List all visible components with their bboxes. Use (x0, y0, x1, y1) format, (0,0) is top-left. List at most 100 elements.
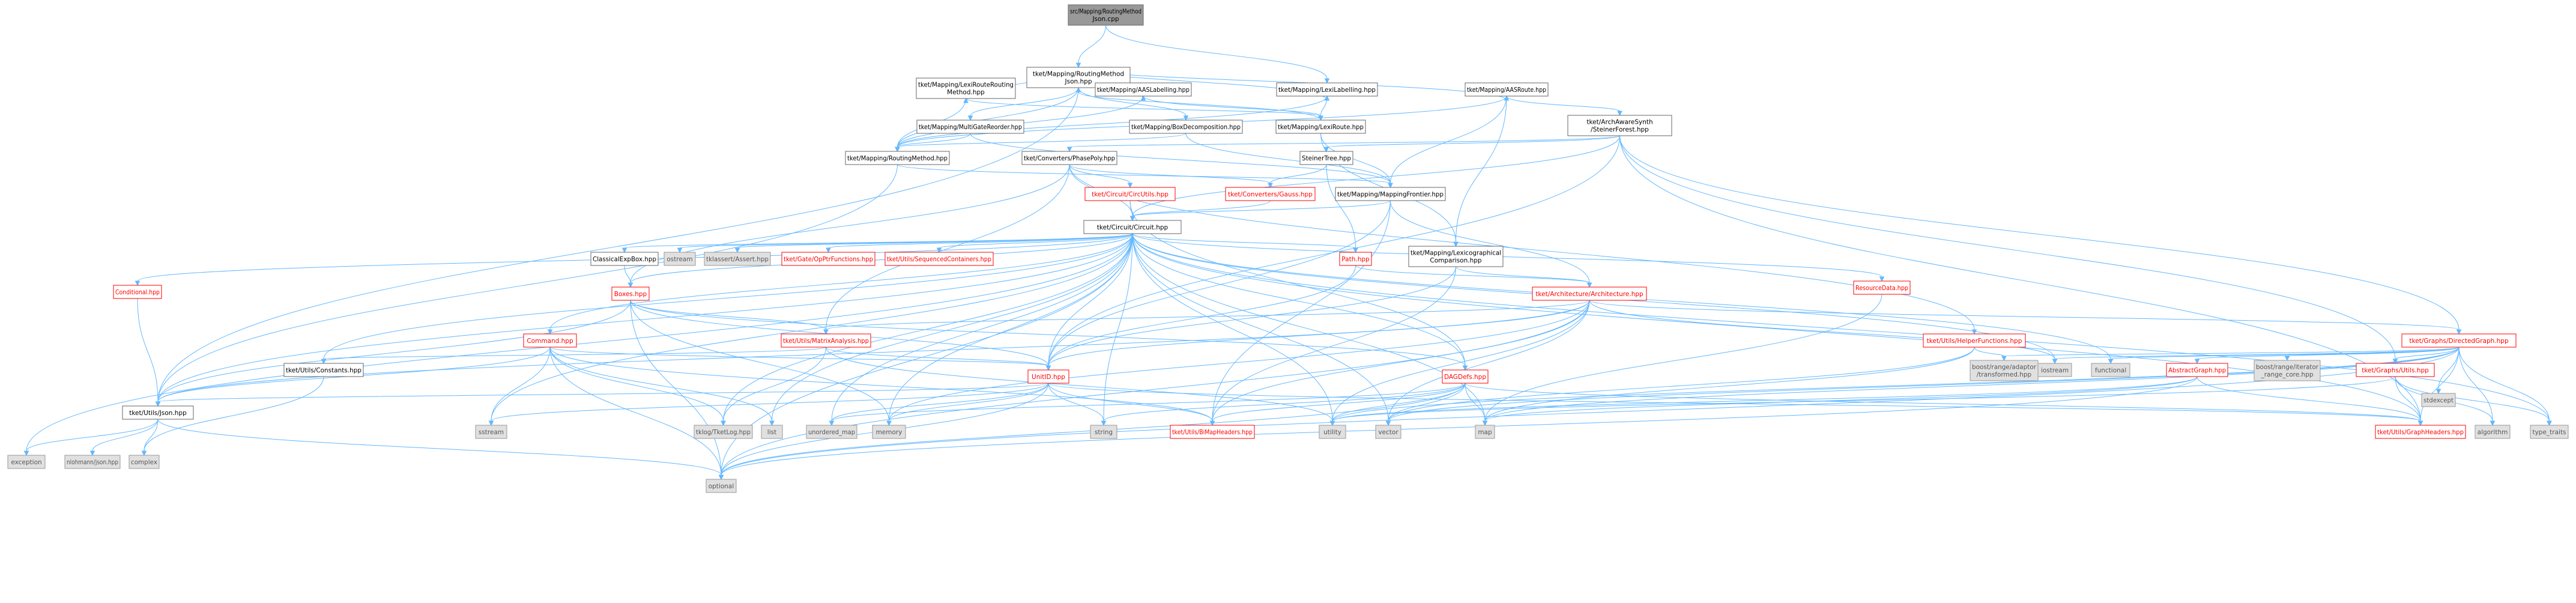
node-architecture[interactable]: tket/Architecture/Architecture.hpp (1532, 286, 1647, 301)
node-unitid[interactable]: UnitID.hpp (1027, 369, 1069, 384)
node-mappingfrontier[interactable]: tket/Mapping/MappingFrontier.hpp (1335, 187, 1446, 201)
node-boxes[interactable]: Boxes.hpp (611, 286, 650, 301)
edge-dagdefs-to-vector (1385, 383, 1466, 426)
node-circutils[interactable]: tket/Circuit/CircUtils.hpp (1084, 187, 1176, 201)
node-label: AbstractGraph.hpp (2168, 367, 2226, 374)
node-label: tket/Utils/SequencedContainers.hpp (887, 256, 991, 263)
node-complex: complex (128, 455, 160, 469)
node-resourcedata[interactable]: ResourceData.hpp (1853, 280, 1911, 295)
node-label: _range_core.hpp (2260, 371, 2313, 378)
edge-arrowhead (155, 401, 161, 407)
node-command[interactable]: Command.hpp (523, 333, 577, 348)
node-label: tket/Graphs/DirectedGraph.hpp (2409, 338, 2509, 345)
node-label: complex (131, 459, 157, 466)
node-box (2530, 425, 2569, 439)
node-box (1170, 425, 1255, 439)
edge-arrowhead (1388, 183, 1393, 189)
node-lexicomp[interactable]: tket/Mapping/LexicographicalComparison.h… (1408, 246, 1504, 267)
node-label: tket/Utils/MatrixAnalysis.hpp (783, 338, 869, 345)
node-box (781, 252, 875, 266)
edge-matrixanalysis-to-unitid (826, 347, 1051, 371)
node-lexilabel[interactable]: tket/Mapping/LexiLabelling.hpp (1276, 82, 1378, 97)
node-circuit[interactable]: tket/Circuit/Circuit.hpp (1083, 220, 1182, 234)
edge-directedgraph-to-vector (1385, 347, 2460, 426)
node-archsynth[interactable]: tket/ArchAwareSynth/SteinerForest.hpp (1567, 115, 1672, 136)
node-box (845, 151, 950, 165)
node-ostream: ostream (664, 252, 696, 266)
node-aaslabel[interactable]: tket/Mapping/AASLabelling.hpp (1095, 82, 1192, 97)
edge-architecture-to-json (155, 300, 1590, 407)
edge-arrowhead (1268, 183, 1273, 189)
node-box (806, 425, 857, 439)
edge-arrowhead (1101, 420, 1107, 426)
node-label: tket/Utils/HelperFunctions.hpp (1927, 338, 2022, 345)
node-unordered_map: unordered_map (806, 425, 857, 439)
node-label: tket/Utils/Json.hpp (129, 410, 187, 417)
node-box (1021, 151, 1117, 165)
node-steinertree[interactable]: SteinerTree.hpp (1299, 151, 1353, 165)
node-box (2091, 363, 2130, 377)
edge-classicalexpbox-to-boxes (624, 265, 633, 288)
node-aasroute[interactable]: tket/Mapping/AASRoute.hpp (1465, 82, 1549, 97)
edge-architecture-to-optional (718, 300, 1590, 480)
edge-graphutils-to-graphheaders (2395, 376, 2423, 426)
edge-command-to-list (549, 347, 775, 426)
node-label: list (767, 429, 776, 436)
node-graphheaders[interactable]: tket/Utils/GraphHeaders.hpp (2375, 425, 2466, 439)
edge-circuit-to-pathhpp (1132, 233, 1358, 253)
node-conditional[interactable]: Conditional.hpp (113, 285, 162, 299)
edge-arrowhead (1075, 62, 1081, 68)
node-box (7, 455, 46, 469)
node-label: tket/Mapping/AASRoute.hpp (1467, 86, 1546, 94)
node-constants[interactable]: tket/Utils/Constants.hpp (283, 363, 364, 377)
node-pathhpp[interactable]: Path.hpp (1339, 252, 1372, 266)
edge-aasroute-to-archsynth (1506, 95, 1622, 117)
node-graphutils[interactable]: tket/Graphs/Utils.hpp (2356, 363, 2435, 377)
node-box (1567, 115, 1672, 136)
node-phasepoly[interactable]: tket/Converters/PhasePoly.hpp (1021, 151, 1117, 165)
node-directedgraph[interactable]: tket/Graphs/DirectedGraph.hpp (2401, 333, 2517, 348)
node-opptrfunctions[interactable]: tket/Gate/OpPtrFunctions.hpp (781, 252, 875, 266)
node-json[interactable]: tket/Utils/Json.hpp (122, 405, 194, 420)
node-label: type_traits (2532, 429, 2566, 436)
node-label: unordered_map (808, 429, 855, 436)
edge-dagdefs-to-graphheaders (1465, 383, 2423, 426)
node-routingmethod[interactable]: tket/Mapping/RoutingMethod.hpp (845, 151, 950, 165)
node-label: tket/Converters/PhasePoly.hpp (1024, 155, 1115, 162)
node-lexiroute[interactable]: tket/Mapping/LexiRoute.hpp (1275, 120, 1366, 134)
node-seqcontainers[interactable]: tket/Utils/SequencedContainers.hpp (884, 252, 994, 266)
node-dagdefs[interactable]: DAGDefs.hpp (1442, 369, 1489, 384)
node-functional: functional (2091, 363, 2130, 377)
node-box (2166, 363, 2228, 377)
node-label: sstream (479, 429, 504, 436)
edge-conditional-to-json (137, 298, 161, 407)
edges-layer (23, 25, 2552, 480)
node-box (590, 252, 659, 266)
edge-arrowhead (1318, 115, 1323, 121)
node-label: ResourceData.hpp (1855, 285, 1908, 292)
node-classicalexpbox[interactable]: ClassicalExpBox.hpp (590, 252, 659, 266)
node-gauss[interactable]: tket/Converters/Gauss.hpp (1225, 187, 1316, 201)
node-bimap[interactable]: tket/Utils/BiMapHeaders.hpp (1170, 425, 1255, 439)
node-multigate[interactable]: tket/Mapping/MultiGateReorder.hpp (916, 120, 1024, 134)
edge-unitid-to-graphheaders (1048, 383, 2423, 426)
node-label: boost/range/adaptor (1972, 364, 2037, 371)
edge-arrowhead (1127, 183, 1133, 189)
node-box (2475, 425, 2511, 439)
node-map: map (1475, 425, 1495, 439)
node-nlohmann: nlohmann/json.hpp (64, 455, 121, 469)
node-box (1339, 252, 1372, 266)
edge-arrowhead (823, 329, 829, 335)
node-box (1442, 369, 1489, 384)
node-matrixanalysis[interactable]: tket/Utils/MatrixAnalysis.hpp (781, 333, 871, 348)
node-abstractgraph[interactable]: AbstractGraph.hpp (2166, 363, 2228, 377)
node-helperfunctions[interactable]: tket/Utils/HelperFunctions.hpp (1923, 333, 2026, 348)
edge-arrowhead (621, 247, 627, 253)
edge-arrowhead (627, 282, 633, 288)
edge-abstractgraph-to-utility (1329, 376, 2198, 426)
node-label: tket/Mapping/RoutingMethod.hpp (847, 155, 948, 162)
node-box (1084, 187, 1176, 201)
node-boxdecomp[interactable]: tket/Mapping/BoxDecomposition.hpp (1129, 120, 1243, 134)
